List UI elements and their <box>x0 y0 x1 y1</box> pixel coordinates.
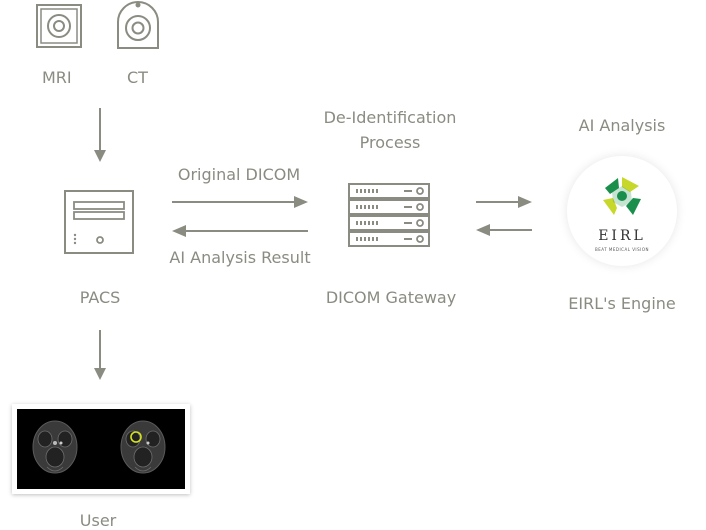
user-scan-viewer <box>12 404 190 494</box>
ct-icon <box>117 1 159 49</box>
gateway-server-icon <box>348 183 430 247</box>
gateway-label: DICOM Gateway <box>325 288 457 307</box>
lesion-highlight-circle <box>130 431 142 443</box>
pacs-label: PACS <box>79 288 121 307</box>
arrow-left-ai-result <box>172 225 308 237</box>
arrow-down-to-user <box>94 330 106 380</box>
original-dicom-label: Original DICOM <box>177 165 301 184</box>
deid-process-line1: De-Identification <box>323 108 457 127</box>
arrow-left-from-engine <box>476 224 532 236</box>
mri-label: MRI <box>42 68 72 87</box>
arrow-right-to-engine <box>476 196 532 208</box>
ai-analysis-title: AI Analysis <box>578 116 666 135</box>
eirl-logo-badge: EIRL BEAT MEDICAL VISION <box>567 156 677 266</box>
deid-process-line2: Process <box>359 133 421 152</box>
eirl-logo-text: EIRL <box>598 228 646 244</box>
eirl-logo-icon <box>603 177 641 215</box>
pacs-server-icon <box>64 190 134 254</box>
mri-icon <box>36 4 82 48</box>
ct-label: CT <box>127 68 148 87</box>
arrow-right-original-dicom <box>172 196 308 208</box>
brain-scan-image <box>17 409 185 489</box>
user-label: User <box>79 511 117 530</box>
ai-result-label: AI Analysis Result <box>169 248 311 267</box>
eirl-engine-label: EIRL's Engine <box>568 294 676 313</box>
arrow-down-to-pacs <box>94 108 106 162</box>
eirl-logo-tagline: BEAT MEDICAL VISION <box>595 247 649 252</box>
